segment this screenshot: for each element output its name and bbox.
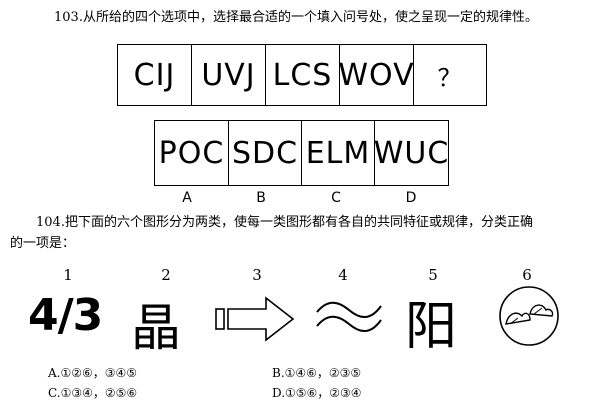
option-letter-d: D [405, 190, 417, 206]
question-104-stem-line1: 104.把下面的六个图形分为两类，使每一类图形都有各自的共同特征或规律，分类正确 [36, 215, 533, 230]
option-letter-a: A [182, 190, 192, 206]
figure-4-wave-icon [316, 301, 382, 332]
figure-1-fraction: 4/3 [28, 290, 103, 341]
option-letter-b: B [256, 190, 266, 206]
options-row: POC SDC ELM WUC [154, 120, 449, 186]
option-cell-d: WUC [373, 135, 450, 171]
figure-number-6: 6 [522, 266, 532, 284]
option-cell-b: SDC [229, 121, 302, 185]
sequence-cell-question: ？ [437, 63, 463, 92]
figure-2-character: 晶 [131, 299, 181, 357]
question-103-stem: 103.从所给的四个选项中，选择最合适的一个填入问号处，使之呈现一定的规律性。 [54, 10, 538, 25]
figure-number-5: 5 [428, 266, 438, 284]
answer-option-b[interactable]: B.①④⑥，②③⑤ [272, 366, 362, 380]
sequence-cell-4: WOV [338, 45, 414, 105]
figure-number-2: 2 [161, 266, 171, 284]
figure-3-arrow-icon [215, 296, 295, 342]
figure-number-1: 1 [63, 266, 73, 284]
figure-5-character: 阳 [405, 297, 458, 357]
figure-6-circle-icon [499, 286, 559, 346]
option-letter-c: C [331, 190, 341, 206]
option-cell-c: ELM [302, 121, 375, 185]
answer-option-a[interactable]: A.①②⑥，③④⑤ [48, 366, 138, 380]
question-104-stem-line2: 的一项是： [10, 236, 76, 251]
sequence-row: CIJ UVJ LCS WOV ？ [117, 44, 487, 106]
sequence-cell-2: UVJ [192, 45, 266, 105]
answer-option-c[interactable]: C.①③④，②⑤⑥ [48, 386, 138, 400]
figure-number-4: 4 [338, 266, 348, 284]
figure-number-3: 3 [252, 266, 262, 284]
option-cell-a: POC [155, 121, 229, 185]
sequence-cell-1: CIJ [118, 45, 192, 105]
sequence-cell-3: LCS [266, 45, 340, 105]
answer-option-d[interactable]: D.①⑤⑥，②③④ [272, 386, 362, 400]
